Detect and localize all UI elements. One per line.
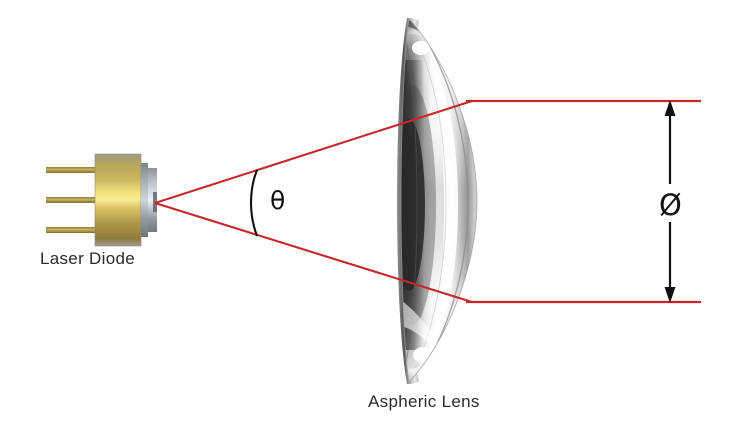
diode-pin-top: [46, 167, 100, 173]
beam-lower-diverging: [154, 201, 473, 304]
diode-pin-bottom: [46, 227, 100, 233]
diameter-arrowhead-up: [664, 100, 676, 116]
diameter-arrowhead-down: [664, 287, 676, 303]
diode-body: [95, 154, 141, 246]
lens-outline: [400, 18, 478, 383]
diode-pin-middle: [46, 197, 100, 203]
beam-upper-diverging: [154, 100, 473, 204]
lens-contour-2: [412, 29, 447, 374]
lens-top-sparkle: [412, 41, 430, 55]
lens-dark-core-soft: [401, 85, 436, 325]
laser-diode-graphic: [46, 153, 157, 247]
theta-arc: [250, 169, 258, 237]
laser-beam: [154, 99, 701, 304]
aspheric-lens-graphic: [397, 18, 478, 384]
lens-specular-band-wide: [424, 48, 462, 358]
beam-diameter-symbol: Ø: [659, 188, 682, 222]
diameter-dimension: [664, 100, 676, 303]
lens-bottom-facet: [402, 340, 452, 382]
divergence-angle-indicator: [250, 169, 258, 237]
divergence-angle-symbol: θ: [270, 186, 286, 215]
lens-contour-1: [417, 25, 469, 378]
diode-window-cap: [148, 168, 157, 232]
aspheric-lens-label: Aspheric Lens: [368, 392, 480, 411]
laser-diode-label: Laser Diode: [40, 249, 135, 268]
diode-front-step: [141, 163, 148, 237]
lens-top-facet: [402, 19, 450, 62]
